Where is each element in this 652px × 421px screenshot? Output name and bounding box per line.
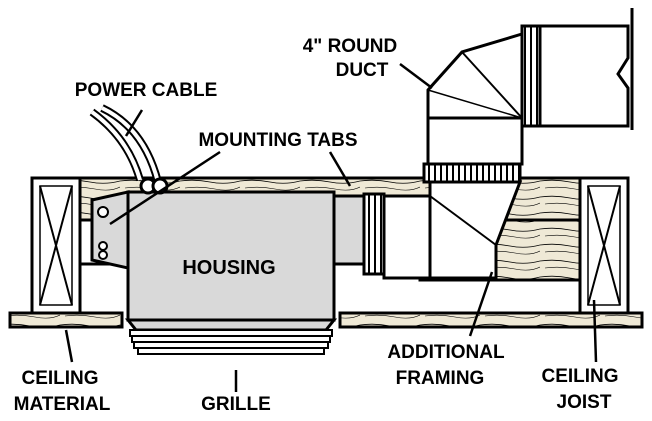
labels: 4" ROUND DUCT POWER CABLE MOUNTING TABS … — [14, 36, 619, 415]
label-ceiling-material-line1: CEILING — [21, 368, 98, 389]
leader-lines — [64, 63, 598, 392]
label-power-cable: POWER CABLE — [75, 80, 218, 101]
power-cable — [89, 104, 169, 195]
round-duct — [382, 8, 634, 280]
housing — [126, 190, 368, 322]
duct-connector — [362, 192, 386, 276]
label-ceiling-joist-line1: CEILING — [541, 366, 618, 387]
grille — [124, 318, 338, 355]
label-duct-line1: 4" ROUND — [303, 36, 398, 57]
ceiling-joist-left — [30, 176, 82, 315]
mounting-tab-bracket — [90, 190, 130, 270]
label-duct-line2: DUCT — [336, 60, 389, 81]
label-housing: HOUSING — [182, 257, 275, 279]
label-ceiling-material-line2: MATERIAL — [14, 394, 111, 415]
ceiling-material — [8, 311, 644, 329]
label-additional-framing-line1: ADDITIONAL — [387, 342, 505, 363]
label-ceiling-joist-line2: JOIST — [557, 392, 612, 413]
ceiling-joist-right — [578, 176, 630, 315]
label-grille: GRILLE — [201, 394, 271, 415]
label-mounting-tabs: MOUNTING TABS — [198, 130, 357, 151]
label-additional-framing-line2: FRAMING — [396, 368, 485, 389]
